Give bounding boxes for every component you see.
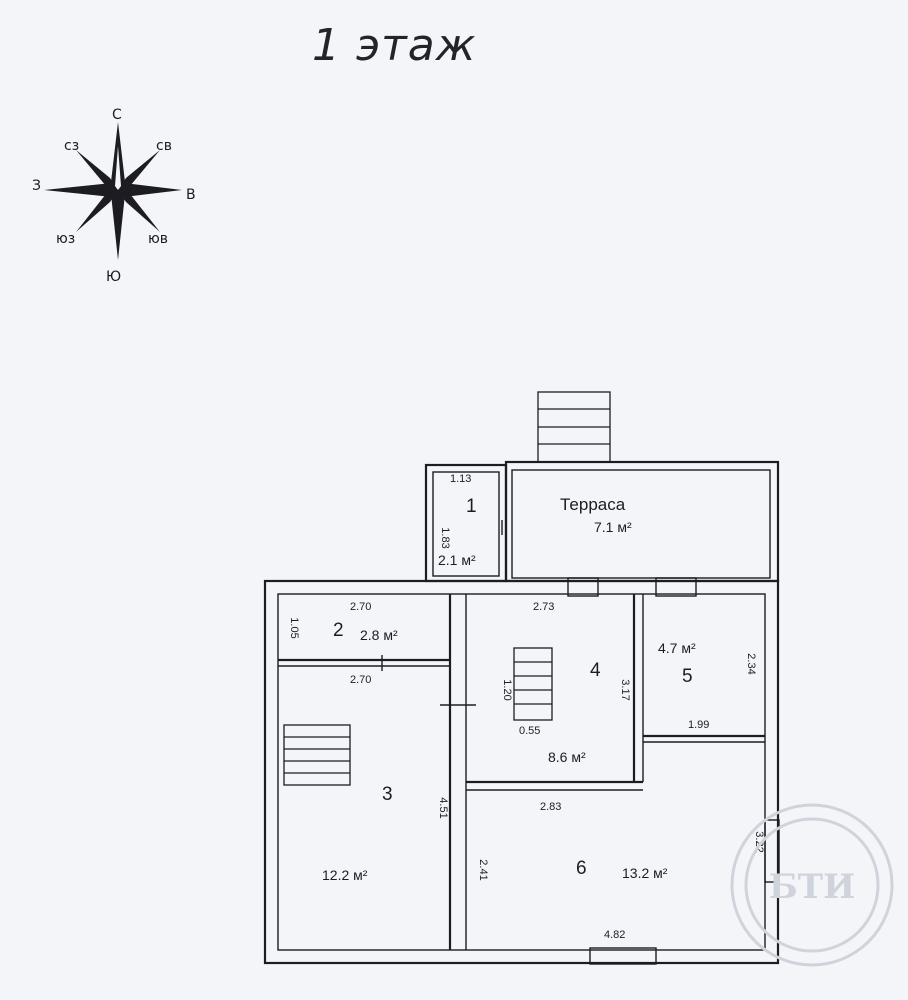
room-1-area: 2.1 м² [438, 552, 476, 568]
room-4-side-dim: 3.17 [619, 679, 631, 700]
stamp-text: БТИ [769, 867, 855, 907]
terrace-name: Терраса [560, 495, 626, 514]
walls [263, 460, 780, 965]
room-2-number: 2 [333, 620, 344, 641]
room-6-area: 13.2 м² [622, 865, 668, 881]
page-title: 1 этаж [312, 20, 477, 71]
compass-label-e: В [186, 187, 196, 203]
entrance-stairs [537, 391, 611, 463]
room-1-depth: 1.83 [439, 527, 451, 548]
stairs-room-3 [283, 724, 351, 786]
compass-label-s: Ю [106, 269, 121, 285]
compass-rose-icon: С св В юв Ю юз З сз [32, 107, 196, 285]
compass-label-n: С [112, 107, 122, 123]
stairs-room-4 [513, 647, 553, 721]
room-2-top-dim: 2.70 [350, 601, 371, 613]
room-5-area: 4.7 м² [658, 640, 696, 656]
room-6-left-dim: 2.41 [477, 859, 489, 880]
room-1-number: 1 [466, 496, 477, 517]
room-4-bottom-dim: 2.83 [540, 801, 561, 813]
compass-label-se: юв [148, 231, 168, 247]
room-2-bottom-dim: 2.70 [350, 674, 371, 686]
compass-label-w: З [32, 178, 41, 194]
terrace-area: 7.1 м² [594, 519, 632, 535]
room-4-top-dim: 2.73 [533, 601, 554, 613]
room-6-bottom-dim: 4.82 [604, 929, 625, 941]
room-2-area: 2.8 м² [360, 627, 398, 643]
room-3-number: 3 [382, 784, 393, 805]
room-2-side-dim: 1.05 [288, 617, 300, 638]
compass-label-ne: св [156, 138, 172, 154]
room-4-stair-length: 1.20 [501, 679, 513, 700]
compass-label-nw: сз [64, 138, 79, 154]
bti-stamp-icon: БТИ [730, 803, 894, 967]
room-3-area: 12.2 м² [322, 867, 368, 883]
room-1-width: 1.13 [450, 473, 471, 485]
room-6-number: 6 [576, 858, 587, 879]
room-5-side-dim: 2.34 [745, 653, 757, 674]
room-4-area: 8.6 м² [548, 749, 586, 765]
room-5-number: 5 [682, 666, 693, 687]
room-3-side-dim: 4.51 [437, 797, 449, 818]
room-4-stair-width: 0.55 [519, 725, 540, 737]
room-4-number: 4 [590, 660, 601, 681]
room-5-bottom-dim: 1.99 [688, 719, 709, 731]
compass-label-sw: юз [56, 231, 75, 247]
